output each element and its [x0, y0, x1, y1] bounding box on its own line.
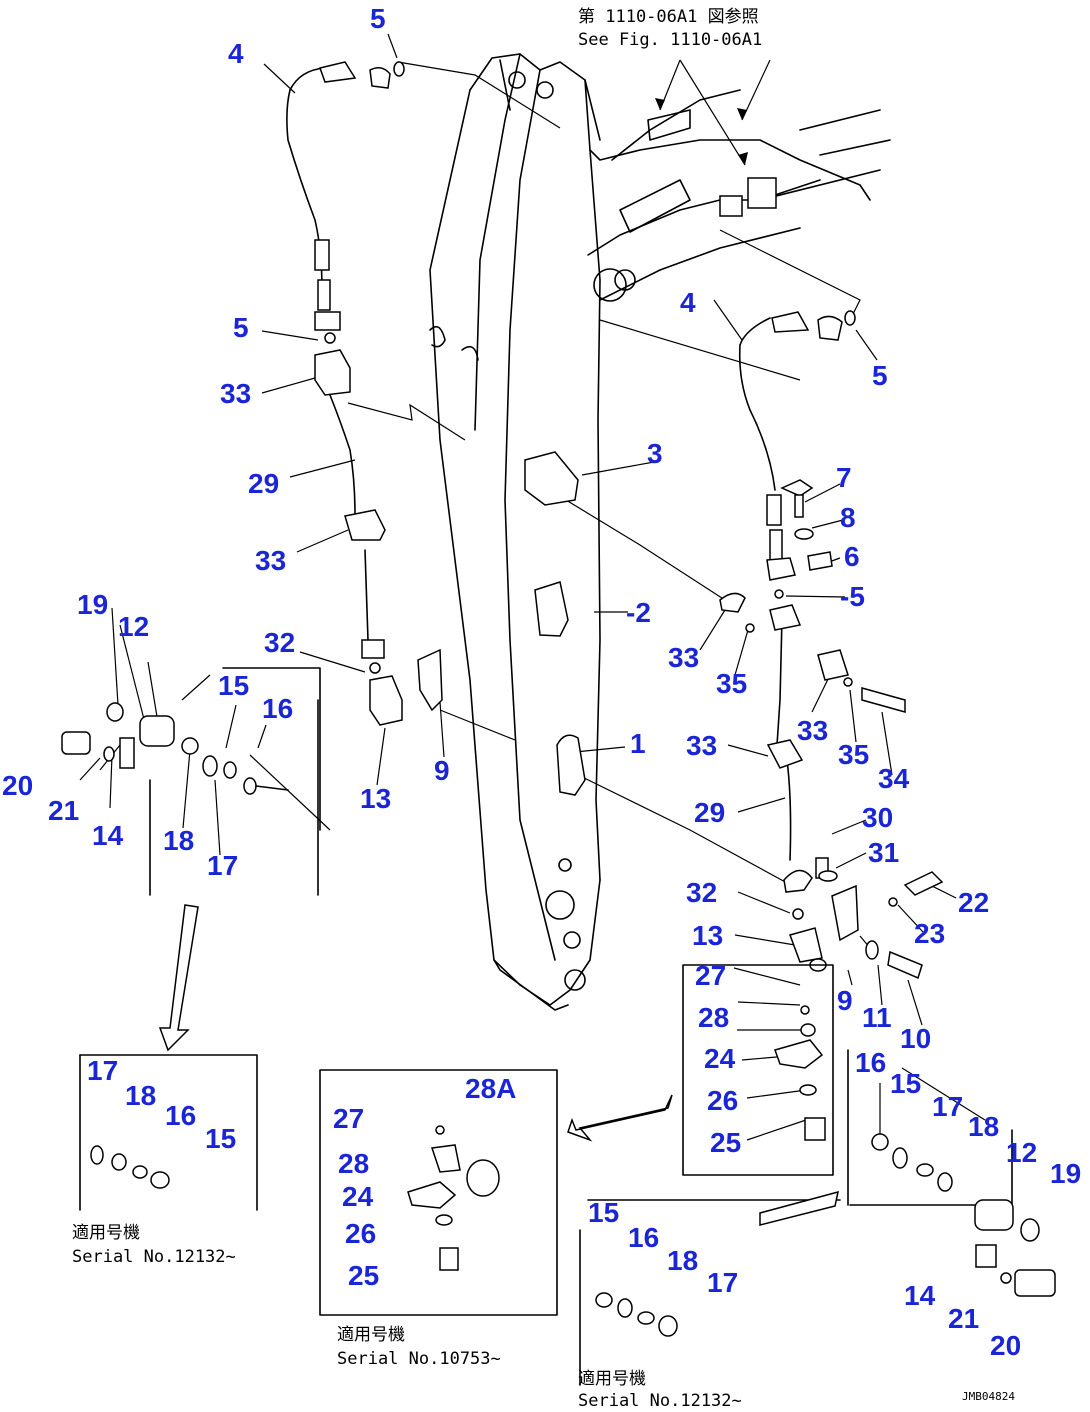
part-label: 8	[840, 502, 856, 533]
right-center-inset	[567, 964, 834, 1176]
part-label: -5	[840, 581, 865, 612]
serial-note-right-ja: 適用号機	[578, 1369, 646, 1389]
part-label: 18	[125, 1080, 156, 1111]
part-label: 20	[2, 770, 33, 801]
part-label: 9	[837, 985, 853, 1016]
part-label: 9	[434, 755, 450, 786]
right-hose-fittings	[719, 310, 944, 980]
serial-note-center-en: Serial No.10753~	[337, 1349, 501, 1369]
serial-note-left-en: Serial No.12132~	[72, 1247, 236, 1267]
reference-note-en: See Fig. 1110-06A1	[578, 30, 762, 50]
part-label: 20	[990, 1330, 1021, 1361]
part-label: 18	[667, 1245, 698, 1276]
part-label: 26	[345, 1218, 376, 1249]
part-label: 3	[647, 438, 663, 469]
notes: 第 1110-06A1 図参照 See Fig. 1110-06A1 適用号機 …	[72, 7, 1015, 1411]
part-label: 29	[248, 468, 279, 499]
serial-note-left-ja: 適用号機	[72, 1223, 140, 1243]
part-label: 16	[165, 1100, 196, 1131]
part-label: 27	[695, 960, 726, 991]
part-label: 19	[1050, 1158, 1081, 1189]
part-label: 28	[698, 1002, 729, 1033]
serial-note-right-en: Serial No.12132~	[578, 1391, 742, 1411]
part-label: 11	[862, 1002, 892, 1033]
part-label: 25	[710, 1127, 741, 1158]
center-exploded-group	[319, 1069, 558, 1316]
part-label: 35	[716, 668, 747, 699]
part-label: 33	[255, 545, 286, 576]
part-label: 12	[1006, 1137, 1037, 1168]
part-label: 28A	[465, 1073, 516, 1104]
part-label: 23	[914, 918, 945, 949]
right-bottom-exploded-group	[579, 1049, 1056, 1386]
serial-note-center-ja: 適用号機	[337, 1325, 405, 1345]
part-label: 13	[360, 783, 391, 814]
part-label: 34	[878, 763, 910, 794]
part-label: 24	[342, 1181, 374, 1212]
part-label: 14	[904, 1280, 936, 1311]
part-label: 15	[205, 1123, 236, 1154]
part-label: -2	[626, 597, 651, 628]
part-label: 16	[855, 1047, 886, 1078]
part-label: 14	[92, 820, 124, 851]
reference-note-ja: 第 1110-06A1 図参照	[578, 7, 759, 27]
part-label: 15	[890, 1068, 921, 1099]
part-label: 31	[868, 837, 899, 868]
part-label: 7	[836, 462, 852, 493]
part-label: 15	[588, 1197, 619, 1228]
boom-clamps	[524, 451, 586, 796]
part-number-labels: 5 4 5 33 29 33 32 19 12 15 16 20 21 14 1…	[2, 3, 1081, 1361]
part-label: 30	[862, 802, 893, 833]
part-label: 6	[844, 541, 860, 572]
part-label: 17	[207, 850, 238, 881]
part-label: 28	[338, 1148, 369, 1179]
left-hose-fittings	[314, 61, 443, 726]
part-label: 16	[628, 1222, 659, 1253]
part-label: 1	[630, 728, 646, 759]
part-label: 18	[968, 1111, 999, 1142]
part-label: 4	[228, 38, 244, 69]
part-label: 26	[707, 1085, 738, 1116]
part-label: 4	[680, 287, 696, 318]
left-exploded-group	[61, 667, 331, 1052]
part-label: 18	[163, 825, 194, 856]
part-label: 22	[958, 887, 989, 918]
part-label: 13	[692, 920, 723, 951]
drawing-code: JMB04824	[962, 1390, 1015, 1403]
part-label: 5	[872, 360, 888, 391]
part-label: 17	[87, 1055, 118, 1086]
part-label: 29	[694, 797, 725, 828]
part-label: 33	[797, 715, 828, 746]
part-label: 12	[118, 611, 149, 642]
part-label: 10	[900, 1023, 931, 1054]
part-label: 21	[948, 1303, 979, 1334]
part-label: 32	[686, 877, 717, 908]
part-label: 24	[704, 1043, 736, 1074]
boom-arm	[429, 53, 891, 1011]
part-label: 27	[333, 1103, 364, 1134]
part-label: 33	[220, 378, 251, 409]
part-label: 19	[77, 589, 108, 620]
part-label: 32	[264, 627, 295, 658]
part-label: 5	[370, 3, 386, 34]
part-label: 16	[262, 693, 293, 724]
part-label: 35	[838, 739, 869, 770]
part-label: 33	[668, 642, 699, 673]
part-label: 25	[348, 1260, 379, 1291]
bottom-left-exploded-group	[79, 1054, 258, 1211]
part-label: 17	[707, 1267, 738, 1298]
part-label: 15	[218, 670, 249, 701]
part-label: 21	[48, 795, 79, 826]
part-label: 17	[932, 1091, 963, 1122]
part-label: 33	[686, 730, 717, 761]
part-label: 5	[233, 312, 249, 343]
